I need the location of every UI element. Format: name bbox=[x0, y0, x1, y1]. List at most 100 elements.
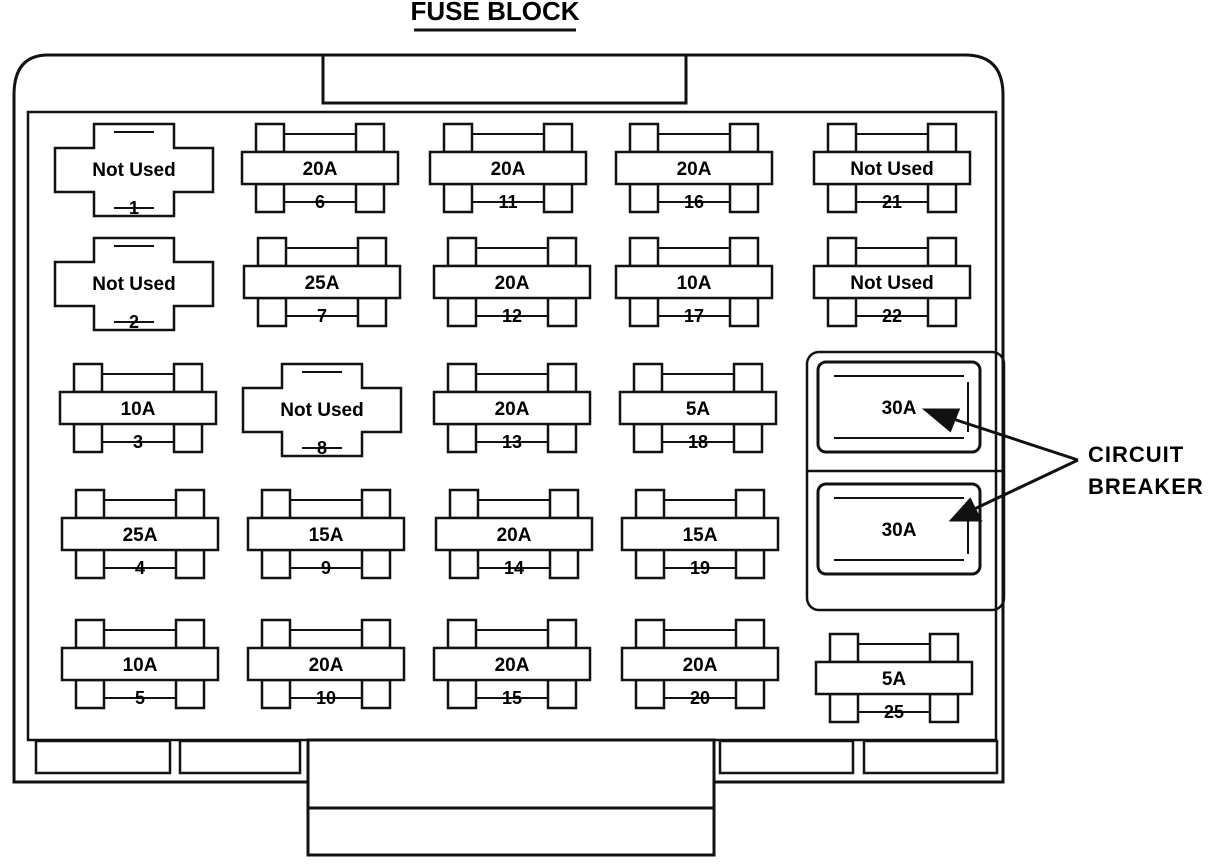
fuse-rating: 20A bbox=[491, 159, 526, 180]
fuse-number: 10 bbox=[316, 688, 336, 708]
fuse-number: 17 bbox=[684, 306, 704, 326]
fuse-body bbox=[53, 122, 215, 218]
fuse-rating: Not Used bbox=[92, 160, 175, 181]
fuse-rating: 15A bbox=[683, 525, 718, 546]
breaker-rating: 30A bbox=[882, 398, 917, 419]
fuse-body bbox=[432, 390, 592, 426]
fuse-rating: 20A bbox=[495, 655, 530, 676]
fuse-15: 20A 15 bbox=[432, 618, 592, 710]
circuit-breaker-1: 30A bbox=[816, 360, 982, 454]
fuse-number: 9 bbox=[321, 558, 331, 578]
diagram-title: FUSE BLOCK bbox=[411, 0, 580, 26]
fuse-20: 20A 20 bbox=[620, 618, 780, 710]
fuse-number: 11 bbox=[498, 192, 517, 212]
fuse-rating: 20A bbox=[497, 525, 532, 546]
fuse-rating: 5A bbox=[686, 399, 711, 420]
fuse-8: Not Used 8 bbox=[241, 362, 403, 458]
fuse-rating: 5A bbox=[882, 669, 907, 690]
callout-label-line2: BREAKER bbox=[1088, 474, 1204, 499]
fuse-number: 13 bbox=[502, 432, 522, 452]
fuse-number: 2 bbox=[129, 312, 139, 332]
fuse-block-housing bbox=[12, 53, 1005, 784]
fuse-rating: 20A bbox=[495, 273, 530, 294]
fuse-number: 21 bbox=[882, 192, 902, 212]
fuse-body bbox=[434, 516, 594, 552]
fuse-rating: 20A bbox=[677, 159, 712, 180]
fuse-number: 5 bbox=[135, 688, 145, 708]
fuse-body bbox=[60, 646, 220, 682]
fuse-body bbox=[428, 150, 588, 186]
fuse-14: 20A 14 bbox=[434, 488, 594, 580]
circuit-breaker-2: 30A bbox=[816, 482, 982, 576]
housing-top-tab bbox=[321, 53, 688, 105]
fuse-number: 3 bbox=[133, 432, 143, 452]
fuse-5: 10A 5 bbox=[60, 618, 220, 710]
fuse-body bbox=[246, 646, 406, 682]
fuse-17: 10A 17 bbox=[614, 236, 774, 328]
fuse-body bbox=[242, 264, 402, 300]
fuse-body bbox=[432, 646, 592, 682]
breaker-rating: 30A bbox=[882, 520, 917, 541]
fuse-13: 20A 13 bbox=[432, 362, 592, 454]
fuse-body bbox=[814, 660, 974, 696]
circuit-breakers: 30A 30A bbox=[816, 360, 982, 576]
fuse-rating: 10A bbox=[677, 273, 712, 294]
fuse-body bbox=[618, 390, 778, 426]
fuse-number: 1 bbox=[129, 198, 139, 218]
fuse-rating: Not Used bbox=[92, 274, 175, 295]
fuse-rating: 15A bbox=[309, 525, 344, 546]
fuse-rating: Not Used bbox=[850, 273, 933, 294]
fuse-rating: 10A bbox=[123, 655, 158, 676]
fuse-body bbox=[620, 646, 780, 682]
fuse-19: 15A 19 bbox=[620, 488, 780, 580]
fuse-rating: 20A bbox=[683, 655, 718, 676]
fuse-body bbox=[812, 150, 972, 186]
fuse-rating: 25A bbox=[123, 525, 158, 546]
fuse-body bbox=[60, 516, 220, 552]
callout-arrows bbox=[921, 408, 1079, 522]
fuse-number: 22 bbox=[882, 306, 902, 326]
fuse-body bbox=[53, 236, 215, 332]
fuse-number: 19 bbox=[690, 558, 710, 578]
fuse-number: 15 bbox=[502, 688, 522, 708]
fuse-10: 20A 10 bbox=[246, 618, 406, 710]
fuse-number: 4 bbox=[135, 558, 145, 578]
fuse-body bbox=[58, 390, 218, 426]
fuse-4: 25A 4 bbox=[60, 488, 220, 580]
fuse-rating: 25A bbox=[305, 273, 340, 294]
circuit-breaker-housing bbox=[805, 350, 1006, 612]
fuse-22: Not Used 22 bbox=[812, 236, 972, 328]
fuse-2: Not Used 2 bbox=[53, 236, 215, 332]
bottom-strip bbox=[34, 739, 999, 775]
housing-bottom-tab bbox=[306, 738, 716, 857]
fuse-body bbox=[246, 516, 406, 552]
fuse-body bbox=[620, 516, 780, 552]
fuse-body bbox=[614, 150, 774, 186]
fuse-21: Not Used 21 bbox=[812, 122, 972, 214]
fuse-number: 25 bbox=[884, 702, 904, 722]
fuse-rating: Not Used bbox=[850, 159, 933, 180]
fuse-rating: 20A bbox=[309, 655, 344, 676]
fuse-number: 8 bbox=[317, 438, 327, 458]
fuse-1: Not Used 1 bbox=[53, 122, 215, 218]
fuse-number: 18 bbox=[688, 432, 708, 452]
fuse-body bbox=[614, 264, 774, 300]
fuse-25: 5A 25 bbox=[814, 632, 974, 724]
fuse-number: 14 bbox=[504, 558, 524, 578]
fuse-rating: 20A bbox=[495, 399, 530, 420]
fuse-body bbox=[812, 264, 972, 300]
fuse-number: 6 bbox=[315, 192, 325, 212]
fuse-11: 20A 11 bbox=[428, 122, 588, 214]
fuse-9: 15A 9 bbox=[246, 488, 406, 580]
fuse-18: 5A 18 bbox=[618, 362, 778, 454]
fuse-rating: Not Used bbox=[280, 400, 363, 421]
fuse-body bbox=[432, 264, 592, 300]
fuse-body bbox=[240, 150, 400, 186]
callout-label-line1: CIRCUIT bbox=[1088, 442, 1184, 467]
fuse-number: 20 bbox=[690, 688, 710, 708]
fuse-rating: 10A bbox=[121, 399, 156, 420]
